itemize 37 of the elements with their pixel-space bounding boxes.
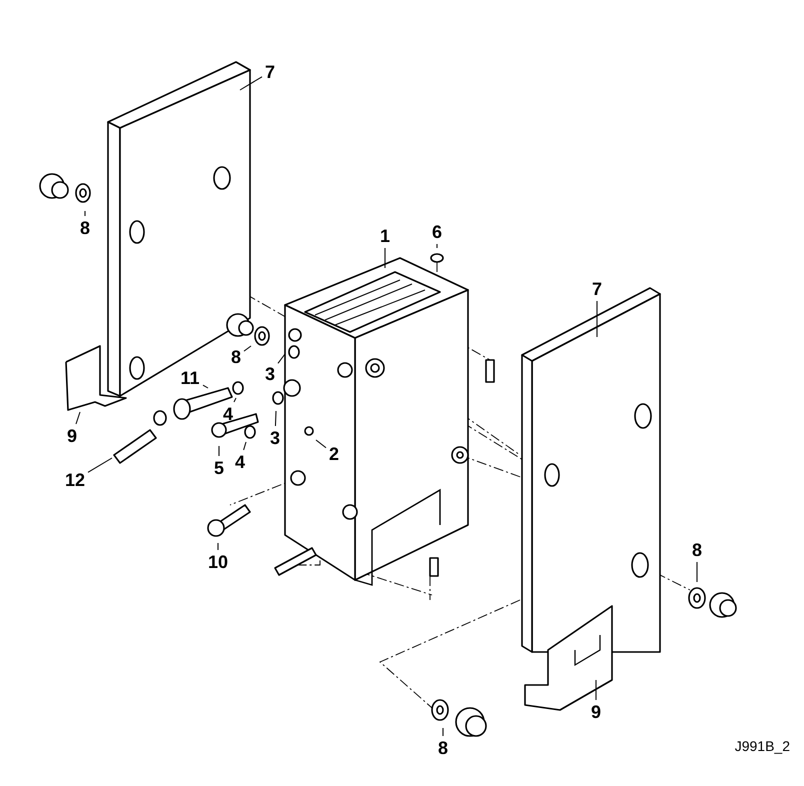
callout-number: 9 <box>67 426 77 446</box>
callout-number: 8 <box>80 218 90 238</box>
leader-line <box>436 244 438 248</box>
leader-line <box>596 300 598 338</box>
callout-number: 3 <box>270 428 280 448</box>
callout-number: 2 <box>329 444 339 464</box>
leader-line <box>84 210 86 216</box>
leader-line <box>384 248 386 268</box>
leader-line <box>202 384 208 388</box>
callout-number: 10 <box>208 552 228 572</box>
leader-line <box>442 728 444 736</box>
leader-line <box>244 346 252 352</box>
leader-line <box>696 562 698 582</box>
callout-number: 8 <box>231 347 241 367</box>
leader-line <box>218 446 220 456</box>
leader-line <box>88 458 112 473</box>
callout-number: 8 <box>438 738 448 758</box>
leader-line <box>278 354 286 364</box>
callout-number: 8 <box>692 540 702 560</box>
callout-number: 7 <box>592 279 602 299</box>
callout-number: 4 <box>235 452 245 472</box>
callout-number: 6 <box>432 222 442 242</box>
leader-line <box>274 410 276 426</box>
callout-number: 7 <box>265 62 275 82</box>
leader-line <box>316 440 326 448</box>
drawing-code: J991B_2 <box>734 738 790 754</box>
callout-number: 5 <box>214 458 224 478</box>
leader-line <box>234 398 236 402</box>
callout-number: 1 <box>380 226 390 246</box>
callout-number: 11 <box>180 368 200 388</box>
leader-line <box>243 442 246 450</box>
leader-line <box>76 412 80 424</box>
callout-number: 3 <box>265 364 275 384</box>
callout-number: 9 <box>591 702 601 722</box>
callout-number: 4 <box>223 404 233 424</box>
leader-line <box>240 76 262 90</box>
callout-number: 12 <box>64 470 86 490</box>
